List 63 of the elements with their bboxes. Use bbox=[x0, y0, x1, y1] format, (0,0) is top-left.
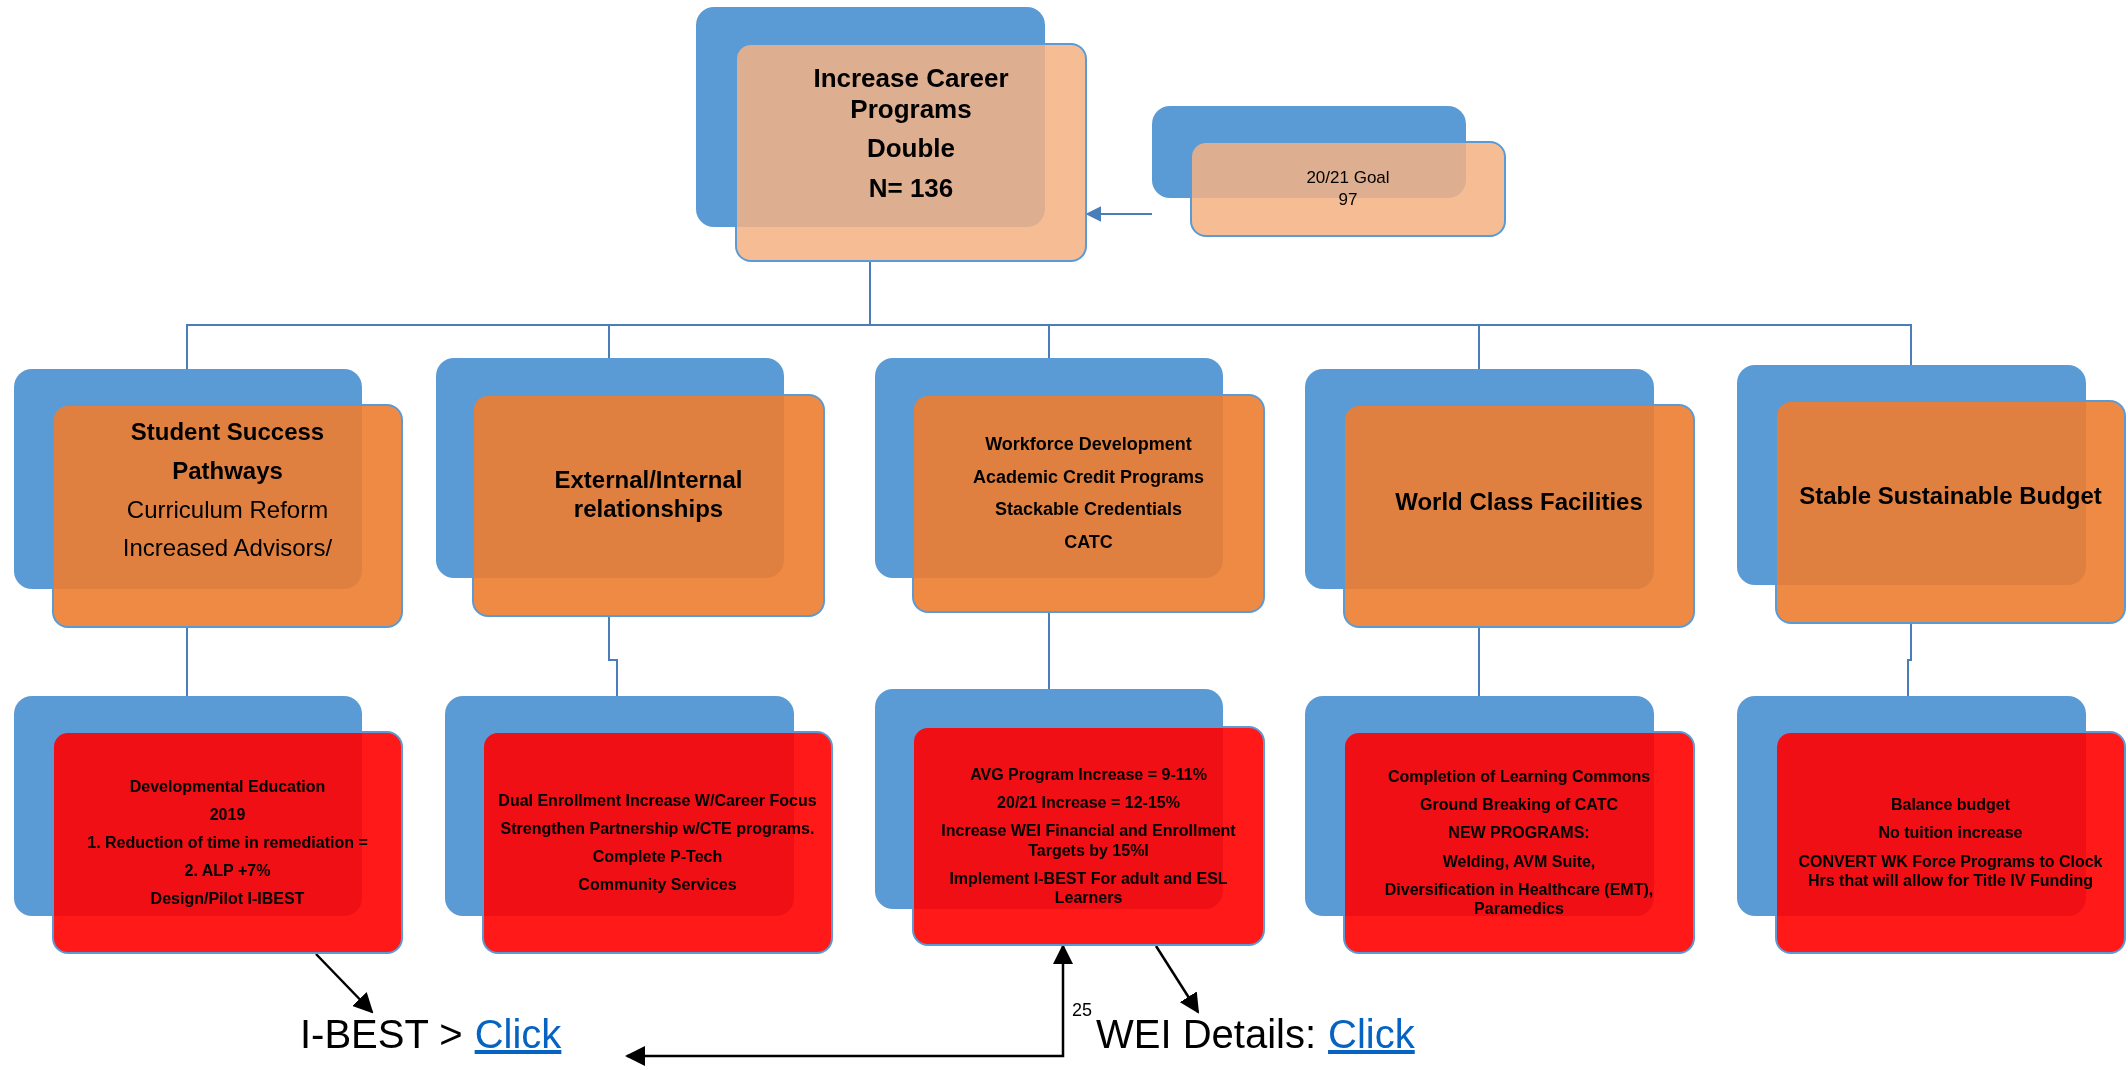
card-text: Double bbox=[866, 133, 956, 165]
card-text: Developmental Education bbox=[129, 776, 326, 796]
card-text: Pathways bbox=[172, 456, 283, 486]
card-text: NEW PROGRAMS: bbox=[1448, 823, 1590, 843]
card-text: CONVERT WK Force Programs to Clock Hrs that will allow for Title IV Funding bbox=[1797, 851, 2104, 890]
card-text: Design/Pilot I-IBEST bbox=[150, 889, 305, 909]
card-text: N= 136 bbox=[868, 172, 954, 204]
connector-line bbox=[1907, 623, 1912, 697]
card-text: Increase WEI Financial and Enrollment Targets by 15%I bbox=[940, 821, 1237, 860]
card-text: Complete P-Tech bbox=[592, 847, 723, 867]
arrow bbox=[1154, 945, 1200, 1014]
card-heading: Increase Career Programs bbox=[812, 63, 1010, 126]
card-text: 2019 bbox=[209, 804, 246, 824]
card-text: Workforce Development bbox=[985, 434, 1192, 456]
stacked-card bbox=[1737, 365, 2126, 624]
card-text: 2. ALP +7% bbox=[184, 861, 271, 881]
connector-line bbox=[186, 627, 188, 697]
card-text: Ground Breaking of CATC bbox=[1420, 795, 1618, 815]
card-heading: Student Success bbox=[130, 418, 325, 447]
stacked-card bbox=[875, 689, 1265, 946]
card-text: Completion of Learning Commons bbox=[1387, 766, 1651, 787]
connector-line bbox=[1048, 612, 1050, 690]
card-text: Strengthen Partnership w/CTE programs. bbox=[500, 818, 815, 838]
card-text: CATC bbox=[1064, 531, 1113, 554]
card-text: Curriculum Reform bbox=[126, 495, 329, 525]
card-text: Stable Sustainable Budget bbox=[1799, 482, 2102, 511]
card-text: Academic Credit Programs bbox=[972, 466, 1205, 489]
stacked-card bbox=[1737, 696, 2126, 954]
connector-line bbox=[608, 616, 618, 697]
stacked-card bbox=[875, 358, 1265, 613]
card-text: Community Services bbox=[578, 875, 737, 895]
card-text: 1. Reduction of time in remediation = bbox=[87, 832, 368, 853]
card-text: World Class Facilities bbox=[1395, 488, 1643, 517]
stacked-card bbox=[1305, 696, 1695, 954]
page-number: 25 bbox=[1072, 1000, 1093, 1021]
card-text: Increased Advisors/ bbox=[122, 534, 333, 564]
arrow bbox=[625, 944, 1073, 1066]
card-text: 20/21 Goal bbox=[1306, 167, 1390, 188]
card-text: Diversification in Healthcare (EMT), Paramedics bbox=[1383, 879, 1655, 919]
stacked-card bbox=[14, 696, 403, 954]
card-text: No tuition increase bbox=[1878, 823, 2023, 843]
connector-line bbox=[1478, 627, 1480, 697]
card-text: 97 bbox=[1338, 190, 1358, 211]
card-text: AVG Program Increase = 9-11% bbox=[970, 764, 1207, 785]
card-text: Stackable Credentials bbox=[994, 499, 1183, 521]
stacked-card bbox=[436, 358, 825, 617]
stacked-card bbox=[445, 696, 833, 954]
card-text: Welding, AVM Suite, bbox=[1442, 851, 1596, 871]
card-text: External/Internal relationships bbox=[553, 466, 744, 524]
arrow bbox=[1085, 206, 1153, 222]
arrow bbox=[315, 953, 374, 1014]
stacked-card bbox=[696, 7, 1087, 262]
card-text: 20/21 Increase = 12-15% bbox=[997, 793, 1180, 813]
card-text: Implement I-BEST For adult and ESL Learners bbox=[948, 868, 1229, 908]
stacked-card bbox=[1152, 106, 1506, 237]
stacked-card bbox=[1305, 369, 1695, 628]
card-text: Dual Enrollment Increase W/Career Focus bbox=[498, 790, 817, 810]
link-caption: I-BEST > bbox=[300, 1012, 463, 1057]
click-link: Click bbox=[474, 1012, 562, 1056]
click-link: Click bbox=[1328, 1012, 1415, 1056]
link-caption: WEI Details: bbox=[1096, 1012, 1317, 1057]
card-text: Balance budget bbox=[1890, 795, 2011, 815]
stacked-card bbox=[14, 369, 403, 628]
